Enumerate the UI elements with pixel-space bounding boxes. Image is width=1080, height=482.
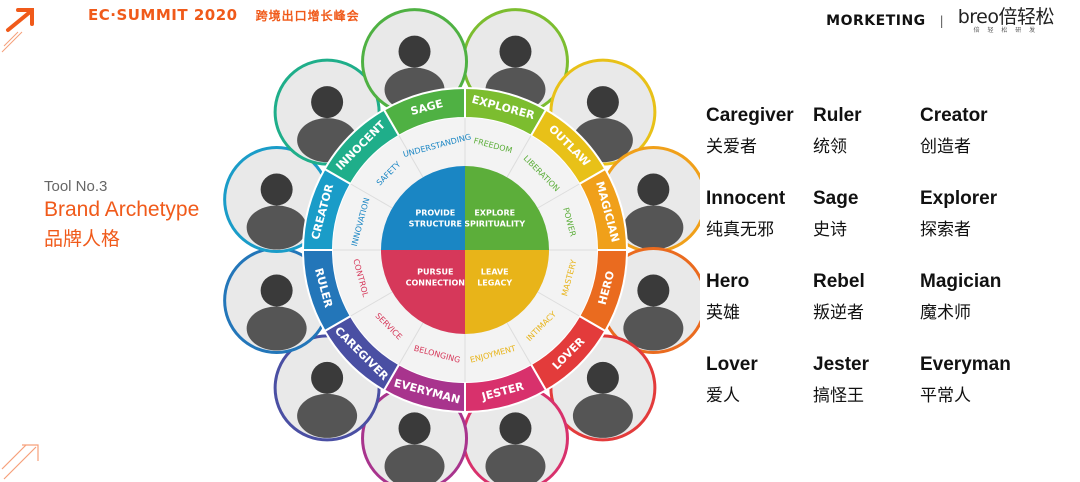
archetype-grid: Caregiver 关爱者 Ruler 统领 Creator 创造者 Innocent 纯真无… xyxy=(706,105,1046,410)
quadrant-label: LEAVE xyxy=(481,268,509,277)
archetype-name-en: Hero xyxy=(706,271,750,292)
quadrant-label: EXPLORE xyxy=(474,208,515,217)
archetype-list-item: Creator 创造者 xyxy=(920,105,1030,157)
quadrant-label: STRUCTURE xyxy=(409,219,462,228)
archetype-name-en: Innocent xyxy=(706,188,786,209)
archetype-list-item: Innocent 纯真无邪 xyxy=(706,188,816,240)
quadrant-label: PROVIDE xyxy=(415,208,455,217)
archetype-name-zh: 魔术师 xyxy=(920,303,971,323)
archetype-name-zh: 爱人 xyxy=(706,386,740,406)
breo-logo-small: 倍 轻 松 研 发 xyxy=(973,27,1039,34)
archetype-list-item: Hero 英雄 xyxy=(706,271,816,323)
quadrant-label: SPIRITUALITY xyxy=(464,219,525,228)
archetype-list-item: Sage 史诗 xyxy=(813,188,923,240)
brand-separator: | xyxy=(939,14,944,28)
archetype-list-item: Lover 爱人 xyxy=(706,354,816,406)
quadrant-segment xyxy=(381,166,465,250)
archetype-name-en: Everyman xyxy=(920,354,1011,375)
archetype-name-en: Jester xyxy=(813,354,869,375)
archetype-list-item: Explorer 探索者 xyxy=(920,188,1030,240)
archetype-name-en: Lover xyxy=(706,354,758,375)
portrait-photo-icon xyxy=(223,146,331,254)
archetype-list-item: Ruler 统领 xyxy=(813,105,923,157)
tool-title-zh: 品牌人格 xyxy=(44,228,121,250)
corner-arrow-icon xyxy=(1,444,39,480)
archetype-name-zh: 统领 xyxy=(813,137,847,157)
archetype-name-zh: 英雄 xyxy=(706,303,740,323)
archetype-list-item: Caregiver 关爱者 xyxy=(706,105,816,157)
archetype-name-zh: 平常人 xyxy=(920,386,971,406)
tool-number: Tool No.3 xyxy=(44,178,108,195)
quadrant-label: PURSUE xyxy=(417,268,453,277)
archetype-name-en: Magician xyxy=(920,271,1002,292)
archetype-list-item: Jester 搞怪王 xyxy=(813,354,923,406)
breo-logo-text: breo倍轻松 xyxy=(957,6,1055,28)
archetype-name-en: Creator xyxy=(920,105,988,126)
event-title: EC·SUMMIT 2020 xyxy=(88,6,238,24)
archetype-list-item: Magician 魔术师 xyxy=(920,271,1030,323)
archetype-wheel: EXPLOREROUTLAWMAGICIANHEROLOVERJESTEREVE… xyxy=(223,8,700,482)
archetype-name-zh: 探索者 xyxy=(920,220,971,240)
archetype-name-zh: 创造者 xyxy=(920,137,971,157)
archetype-list-item: Rebel 叛逆者 xyxy=(813,271,923,323)
quadrant-label: LEGACY xyxy=(477,279,512,288)
archetype-name-en: Explorer xyxy=(920,188,998,209)
archetype-name-zh: 叛逆者 xyxy=(813,303,864,323)
tool-title-en: Brand Archetype xyxy=(44,198,200,221)
portrait-photo-icon xyxy=(223,246,331,354)
archetype-name-en: Rebel xyxy=(813,271,865,292)
tool-heading: Tool No.3 Brand Archetype 品牌人格 xyxy=(44,178,199,251)
quadrant-label: CONNECTION xyxy=(406,279,465,288)
archetype-name-zh: 搞怪王 xyxy=(813,386,864,406)
archetype-list-item: Everyman 平常人 xyxy=(920,354,1030,406)
quadrant-segment xyxy=(465,166,549,250)
archetype-name-zh: 关爱者 xyxy=(706,137,757,157)
archetype-name-en: Sage xyxy=(813,188,859,209)
event-subtitle: 跨境出口增长峰会 xyxy=(255,9,360,23)
morketing-logo: MORKETING xyxy=(826,13,926,29)
arrow-logo-icon xyxy=(1,8,34,53)
quadrant-segment xyxy=(381,250,465,334)
quadrant-segment xyxy=(465,250,549,334)
archetype-name-zh: 史诗 xyxy=(813,220,847,240)
header: EC·SUMMIT 2020 跨境出口增长峰会 xyxy=(88,6,360,24)
archetype-name-zh: 纯真无邪 xyxy=(706,220,774,240)
archetype-name-en: Ruler xyxy=(813,105,862,126)
breo-logo: breo倍轻松 倍 轻 松 研 发 xyxy=(957,6,1055,34)
brand-logos: MORKETING | breo倍轻松 倍 轻 松 研 发 xyxy=(826,8,1054,34)
archetype-name-en: Caregiver xyxy=(706,105,794,126)
